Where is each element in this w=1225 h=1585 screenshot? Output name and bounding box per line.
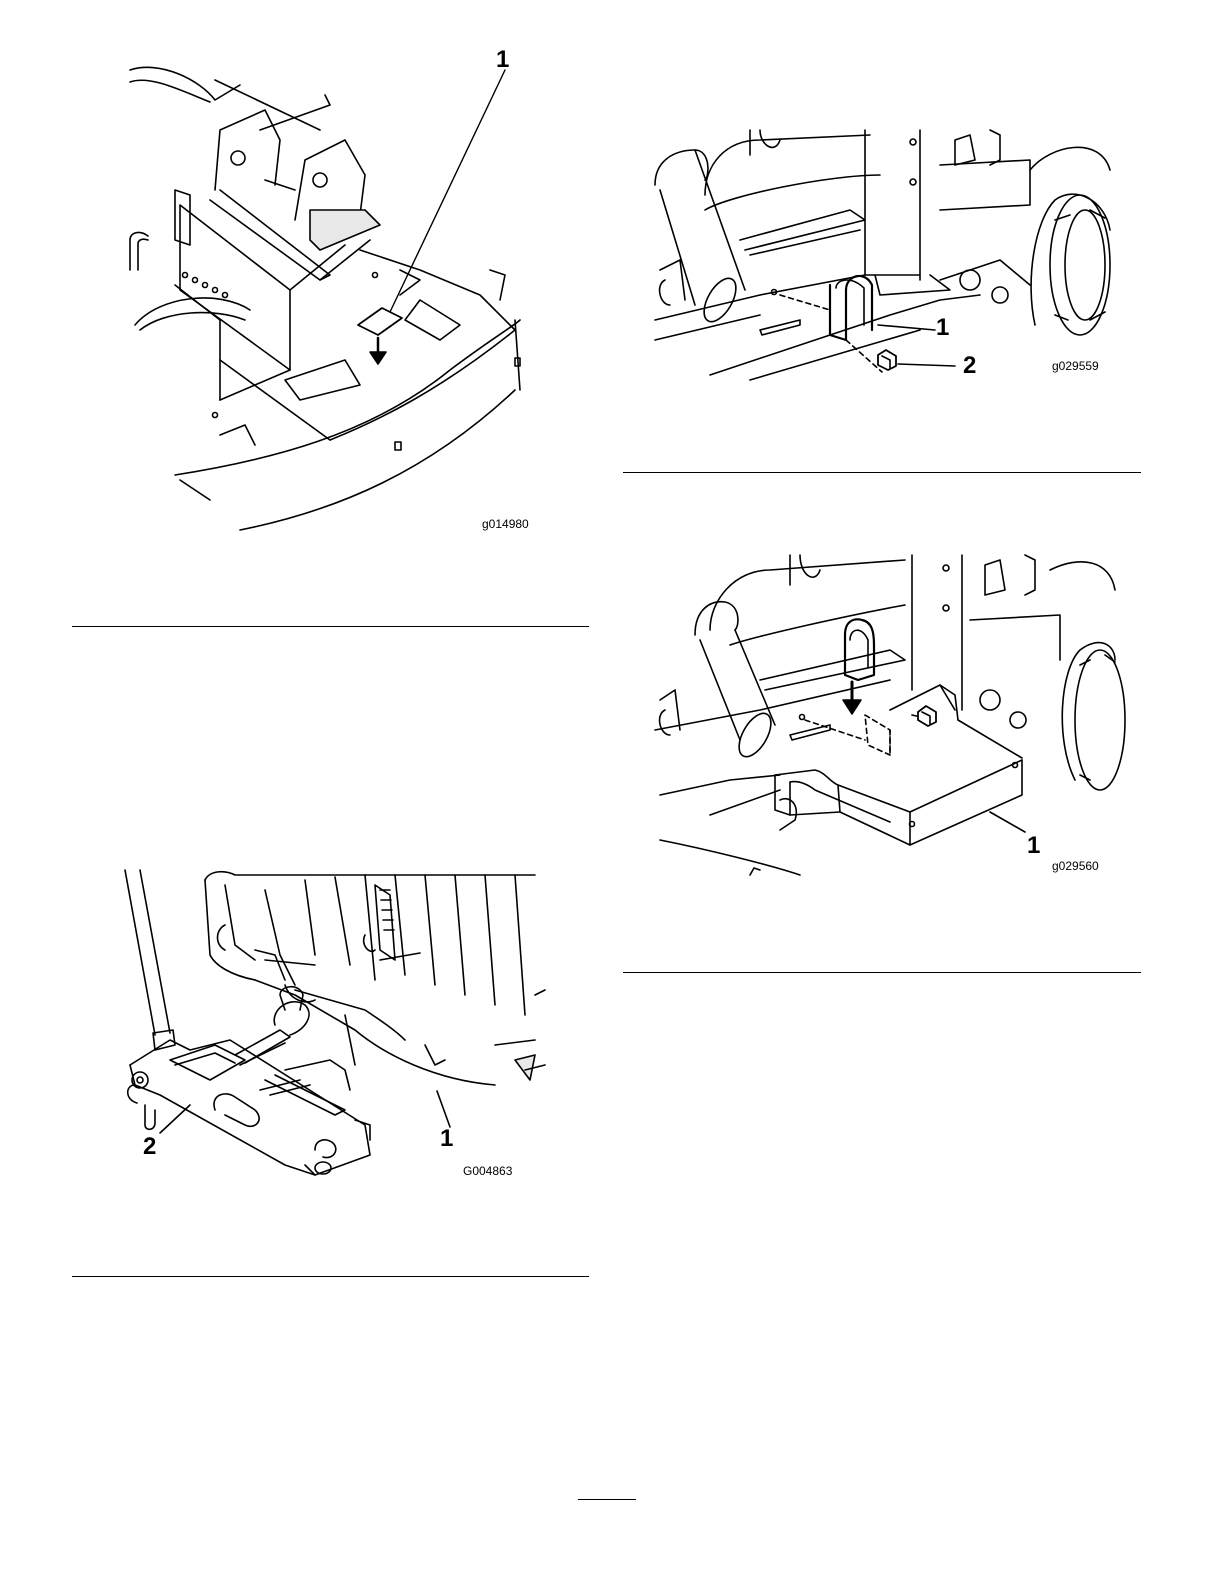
figure-id: g029559 [1052,360,1099,372]
callout-1: 1 [440,1127,453,1151]
figure-id: G004863 [463,1165,512,1177]
callout-1: 1 [1027,834,1040,858]
figure-separator [72,626,589,627]
shield-install-illustration [650,550,1120,880]
callout-2: 2 [143,1135,156,1159]
figure-separator [623,972,1141,973]
figure-id: g014980 [482,518,529,530]
callout-1: 1 [496,48,509,72]
figure-shield-install: 1 g029560 [650,550,1120,880]
figure-deck-decal: 1 g014980 [120,40,560,540]
bracket-bolt-illustration [650,120,1120,380]
callout-1: 1 [936,316,949,340]
callout-2: 2 [963,354,976,378]
figure-separator [72,1276,589,1277]
deck-decal-illustration [120,40,560,540]
figure-separator [623,472,1141,473]
floor-jack-illustration [115,865,555,1185]
figure-bracket-bolt: 1 2 g029559 [650,120,1120,380]
figure-floor-jack: 1 2 G004863 [115,865,555,1185]
figure-id: g029560 [1052,860,1099,872]
page-number-rule [578,1499,636,1500]
